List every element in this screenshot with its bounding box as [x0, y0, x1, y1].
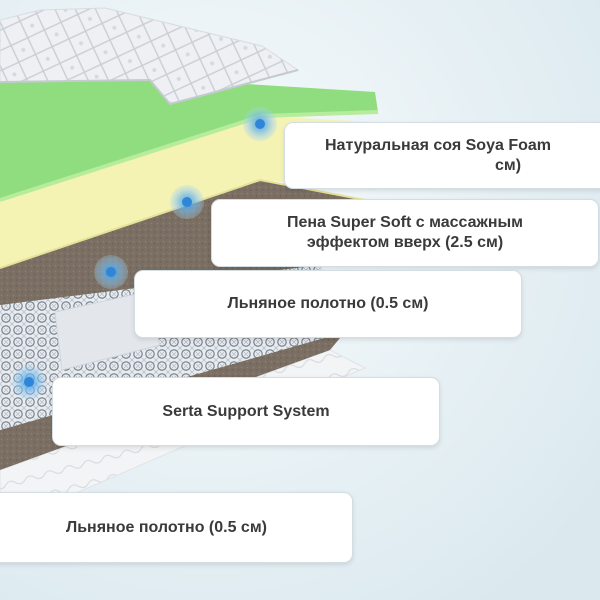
layer-marker-3[interactable] — [94, 255, 128, 289]
callout-soy-foam-line2: см) — [494, 156, 522, 174]
quilted-top-edge — [0, 69, 299, 106]
callout-soy-foam: Натуральная соя Soya Foam см) — [284, 122, 600, 189]
callout-upper-linen: Льняное полотно (0.5 см) — [134, 270, 522, 338]
callout-super-soft-foam: Пена Super Soft с массажным эффектом вве… — [211, 199, 599, 267]
layer-marker-2[interactable] — [170, 185, 204, 219]
layer-marker-1[interactable] — [243, 107, 277, 141]
callout-support-system: Serta Support System — [52, 377, 440, 446]
callout-upper-linen-label: Льняное полотно (0.5 см) — [227, 295, 429, 312]
super-soft-foam-edge — [0, 178, 366, 269]
callout-super-soft-line2: эффектом вверх (2.5 см) — [306, 234, 504, 251]
callout-bottom-linen-label: Льняное полотно (0.5 см) — [65, 518, 267, 536]
callout-soy-foam-line1: Натуральная соя Soya Foam — [325, 136, 551, 154]
layer-marker-4[interactable] — [12, 365, 46, 399]
callout-bottom-linen: Льняное полотно (0.5 см) — [0, 492, 353, 563]
spring-block-cutout — [54, 291, 161, 371]
callout-super-soft-line1: Пена Super Soft с массажным — [286, 214, 523, 231]
callout-support-system-label: Serta Support System — [162, 402, 330, 420]
